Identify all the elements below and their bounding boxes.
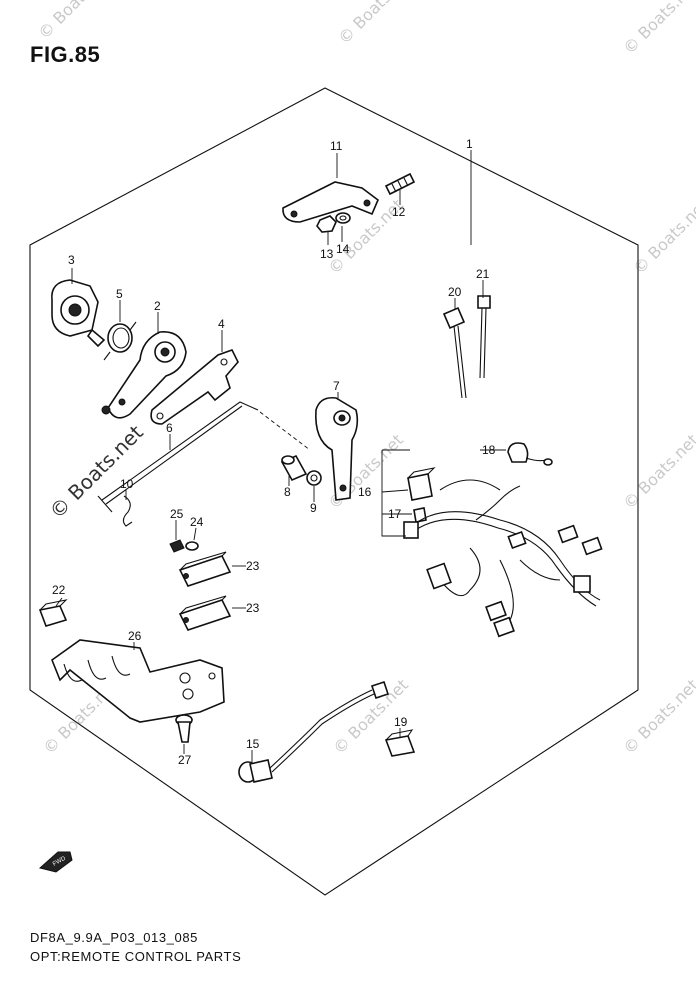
watermark: © Boats.net xyxy=(619,430,696,512)
part-3-cam xyxy=(51,279,106,348)
part-4-plate xyxy=(150,349,239,425)
part-18-cap xyxy=(507,442,553,466)
fwd-arrow-icon: FWD xyxy=(38,851,73,873)
part-15-switch xyxy=(238,680,390,783)
part-20-tie xyxy=(442,306,467,399)
callout-3: 3 xyxy=(68,253,75,267)
part-13-nut xyxy=(316,215,337,233)
watermark: © Boats.net xyxy=(334,0,416,48)
callout-23a: 23 xyxy=(246,559,260,573)
callout-14: 14 xyxy=(336,242,350,256)
part-22-pad xyxy=(38,599,68,627)
part-27-bolt xyxy=(175,714,193,743)
watermark-prominent: © Boats.net xyxy=(45,420,148,523)
part-9-washer xyxy=(306,470,322,486)
figure-title: FIG.85 xyxy=(30,42,101,67)
callout-9: 9 xyxy=(310,501,317,515)
callout-5: 5 xyxy=(116,287,123,301)
callout-17: 17 xyxy=(388,507,402,521)
callout-19: 19 xyxy=(394,715,408,729)
callout-25: 25 xyxy=(170,507,184,521)
diagram-code: DF8A_9.9A_P03_013_085 xyxy=(30,930,199,945)
part-26-bracket xyxy=(51,639,225,723)
callout-27: 27 xyxy=(178,753,192,767)
callouts: 1 11 12 13 14 3 5 2 4 6 7 8 9 10 20 21 1… xyxy=(52,137,496,767)
part-16-relay xyxy=(407,467,436,501)
watermark: © Boats.net xyxy=(619,0,696,58)
part-19-pad xyxy=(384,729,416,757)
callout-16: 16 xyxy=(358,485,372,499)
part-11-bracket xyxy=(282,181,379,223)
callout-18: 18 xyxy=(482,443,496,457)
watermark: © Boats.net xyxy=(629,195,696,277)
part-23-block-upper xyxy=(178,551,232,587)
callout-6: 6 xyxy=(166,421,173,435)
part-8-pin xyxy=(280,454,308,482)
part-5-spring xyxy=(103,321,137,361)
part-12-bolt xyxy=(384,172,416,196)
part-2-lever xyxy=(101,331,187,419)
part-10-clip xyxy=(122,495,133,527)
callout-7: 7 xyxy=(333,379,340,393)
part-6-rod xyxy=(97,401,311,513)
part-24-washer xyxy=(185,541,199,551)
part-7-arm xyxy=(315,396,359,501)
callout-13: 13 xyxy=(320,247,334,261)
part-23-block-lower xyxy=(178,595,232,631)
callout-24: 24 xyxy=(190,515,204,529)
callout-20: 20 xyxy=(448,285,462,299)
watermark: © Boats.net xyxy=(34,0,116,43)
callout-23b: 23 xyxy=(246,601,260,615)
part-25-bolt xyxy=(169,539,185,553)
callout-2: 2 xyxy=(154,299,161,313)
watermark: © Boats.net xyxy=(619,675,696,757)
callout-11: 11 xyxy=(330,139,343,153)
callout-21: 21 xyxy=(476,267,490,281)
callout-22: 22 xyxy=(52,583,66,597)
part-21-tie xyxy=(477,295,491,379)
part-14-washer xyxy=(335,212,351,224)
callout-4: 4 xyxy=(218,317,225,331)
callout-26: 26 xyxy=(128,629,142,643)
callout-1: 1 xyxy=(466,137,473,151)
callout-12: 12 xyxy=(392,205,406,219)
callout-15: 15 xyxy=(246,737,260,751)
callout-8: 8 xyxy=(284,485,291,499)
kit-outline xyxy=(29,87,639,896)
leader-lines xyxy=(55,150,506,764)
callout-10: 10 xyxy=(120,477,134,491)
diagram-name: OPT:REMOTE CONTROL PARTS xyxy=(30,949,242,964)
wiring-harness xyxy=(403,479,603,638)
